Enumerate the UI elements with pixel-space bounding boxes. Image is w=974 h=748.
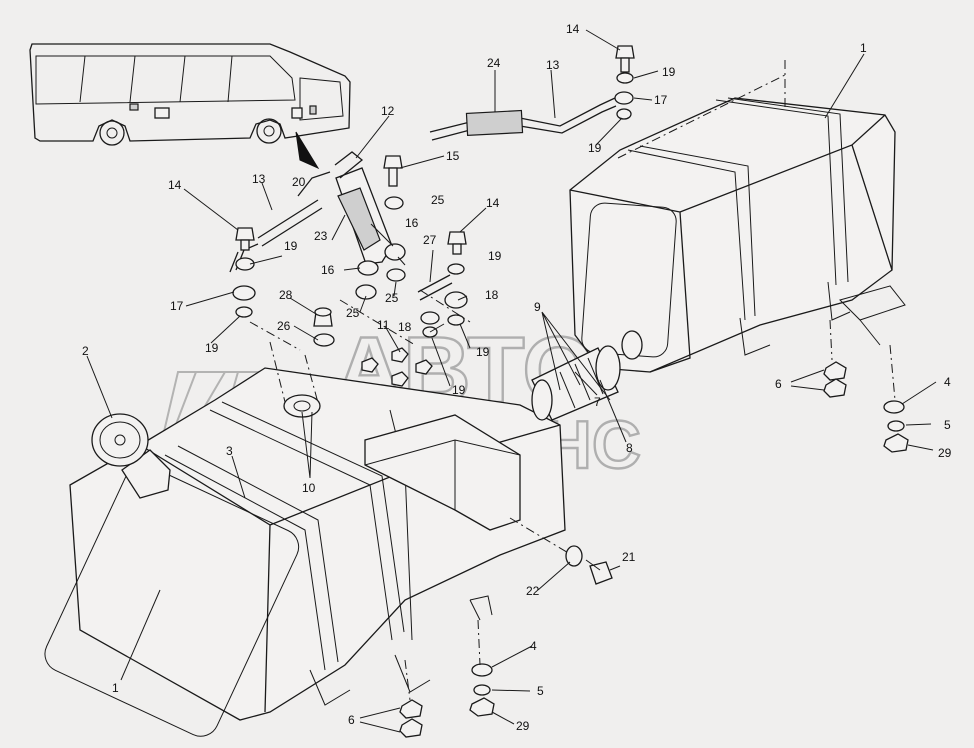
callout-28: 28 (279, 288, 293, 302)
callout-6-bottom: 6 (348, 713, 355, 727)
callout-1-lower-tank: 1 (112, 681, 119, 695)
callout-18-b: 18 (398, 320, 412, 334)
callout-25-c: 25 (385, 291, 399, 305)
callout-17-left: 17 (170, 299, 184, 313)
callout-23: 23 (314, 229, 328, 243)
fuel-filter (531, 345, 621, 421)
callout-12: 12 (381, 104, 395, 118)
callout-labels: 1 1 1 2 3 4 4 5 5 6 6 7 8 9 10 11 12 13 … (82, 22, 952, 733)
callout-11: 11 (377, 318, 390, 332)
callout-8: 8 (626, 441, 633, 455)
callout-22: 22 (526, 584, 540, 598)
callout-10: 10 (302, 481, 316, 495)
callout-14-left: 14 (168, 178, 182, 192)
location-arrow-icon (295, 131, 320, 170)
callout-19-top: 19 (662, 65, 676, 79)
callout-27: 27 (423, 233, 437, 247)
callout-18-a: 18 (485, 288, 499, 302)
callout-14-top: 14 (566, 22, 580, 36)
callout-5-right: 5 (944, 418, 951, 432)
callout-7: 7 (594, 395, 601, 409)
callout-19-mid-low: 19 (476, 345, 490, 359)
callout-29-bottom: 29 (516, 719, 530, 733)
callout-2: 2 (82, 344, 89, 358)
callout-24: 24 (487, 56, 501, 70)
callout-29-right: 29 (938, 446, 952, 460)
callout-25-a: 25 (431, 193, 445, 207)
filler-cap (91, 413, 171, 499)
callout-4-right: 4 (944, 375, 951, 389)
callout-13-top: 13 (546, 58, 560, 72)
callout-14-mid: 14 (486, 196, 500, 210)
callout-5-bottom: 5 (537, 684, 544, 698)
callout-19-left-low: 19 (205, 341, 219, 355)
callout-6-right: 6 (775, 377, 782, 391)
callout-21: 21 (622, 550, 636, 564)
callout-9: 9 (534, 300, 541, 314)
leader-lines (86, 29, 937, 733)
hoses-and-pipes (229, 97, 617, 301)
callout-19-low: 19 (452, 383, 466, 397)
callout-19-mid: 19 (488, 249, 502, 263)
callout-3: 3 (226, 444, 233, 458)
callout-16-a: 16 (405, 216, 419, 230)
callout-19-left: 19 (284, 239, 298, 253)
callout-4-bottom: 4 (530, 639, 537, 653)
upper-fuel-tank (569, 60, 896, 373)
lower-fuel-tank (44, 289, 581, 737)
callout-1-upper-tank: 1 (860, 41, 867, 55)
bus-illustration (29, 43, 351, 170)
callout-20: 20 (292, 175, 306, 189)
callout-25-b: 25 (346, 306, 360, 320)
callout-26: 26 (277, 319, 291, 333)
callout-19-upper: 19 (588, 141, 602, 155)
callout-17-top: 17 (654, 93, 668, 107)
callout-13-left: 13 (252, 172, 266, 186)
fasteners (232, 45, 909, 738)
callout-16-b: 16 (321, 263, 335, 277)
callout-15: 15 (446, 149, 460, 163)
